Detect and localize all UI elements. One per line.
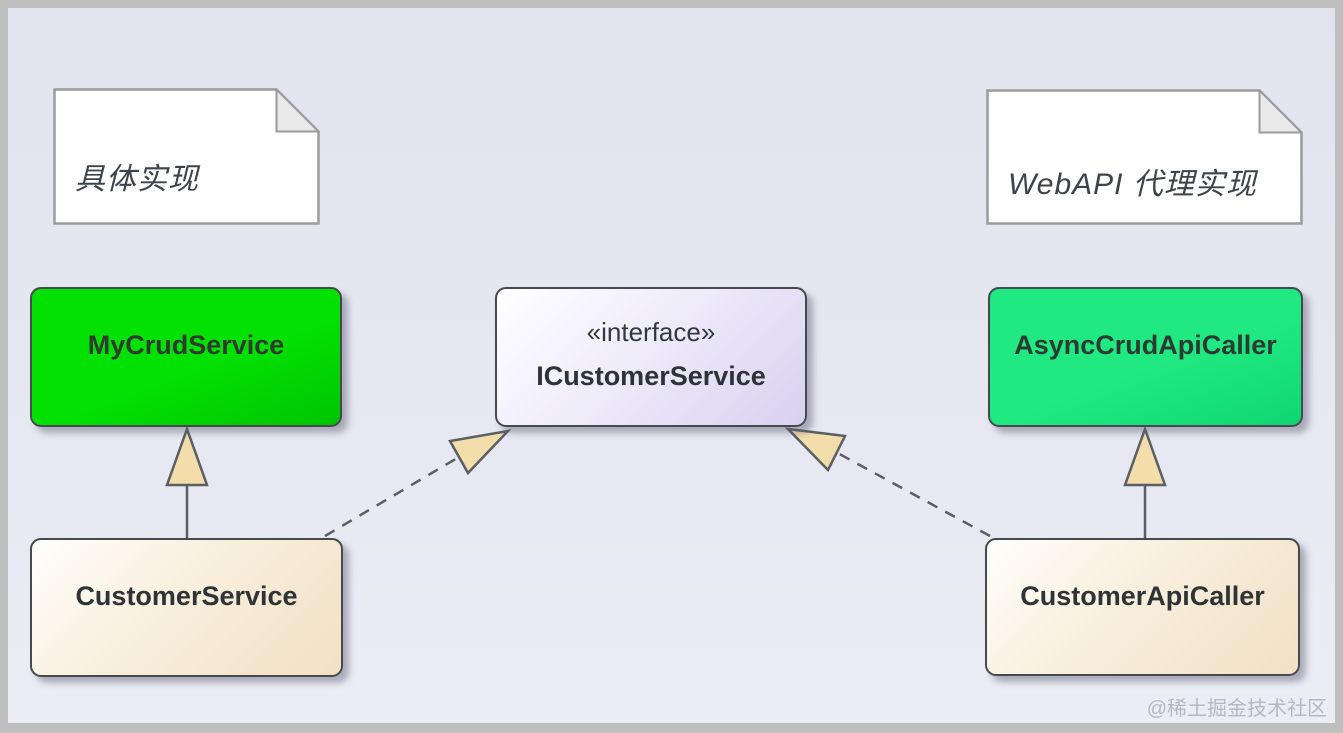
realization-arrow-right <box>784 427 991 538</box>
note-webapi-proxy: WebAPI 代理实现 <box>986 89 1303 225</box>
note-concrete-implementation: 具体实现 <box>53 88 320 225</box>
note-fold-corner-icon <box>275 88 320 133</box>
generalization-arrow-left <box>165 425 209 540</box>
note-shape <box>986 89 1303 225</box>
class-name: CustomerService <box>75 581 298 611</box>
class-name: MyCrudService <box>87 330 285 360</box>
note-concrete-text: 具体实现 <box>75 163 199 196</box>
generalization-arrow-right <box>1123 425 1167 540</box>
note-webapi-text: WebAPI 代理实现 <box>1008 168 1257 201</box>
interface-icustomer-service: «interface» ICustomerService <box>495 287 807 427</box>
watermark: @稀土掘金技术社区 <box>1146 698 1327 720</box>
note-fold-corner-icon <box>1258 89 1303 134</box>
class-name: CustomerApiCaller <box>1020 581 1265 611</box>
class-customer-api-caller: CustomerApiCaller <box>985 538 1300 676</box>
interface-name: ICustomerService <box>536 361 766 391</box>
class-async-crud-api-caller: AsyncCrudApiCaller <box>988 287 1303 427</box>
note-shape <box>53 88 320 225</box>
class-my-crud-service: MyCrudService <box>30 287 342 427</box>
diagram-canvas: 具体实现 WebAPI 代理实现 <box>8 8 1335 723</box>
class-customer-service: CustomerService <box>30 538 343 677</box>
realization-arrow-left <box>324 429 512 538</box>
class-name: AsyncCrudApiCaller <box>1014 330 1277 360</box>
interface-stereotype: «interface» <box>586 317 716 347</box>
